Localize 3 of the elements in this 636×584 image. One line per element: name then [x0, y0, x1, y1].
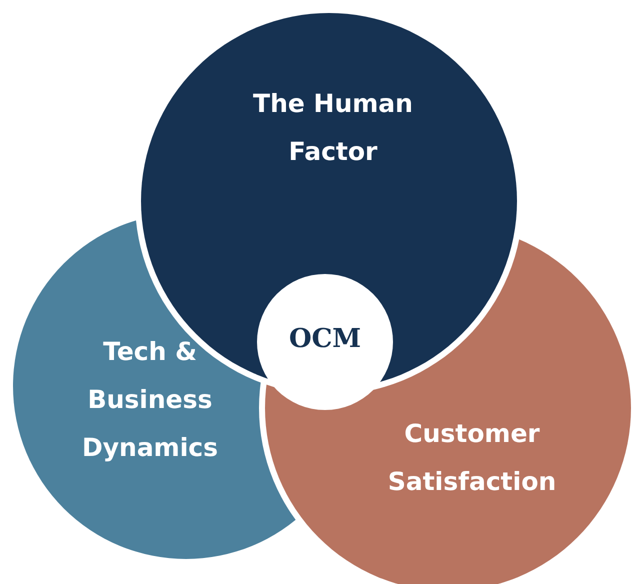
- center-label: OCM: [288, 323, 362, 356]
- circle-title: The Human Factor: [233, 80, 433, 176]
- circle-title: Customer Satisfaction: [367, 410, 577, 506]
